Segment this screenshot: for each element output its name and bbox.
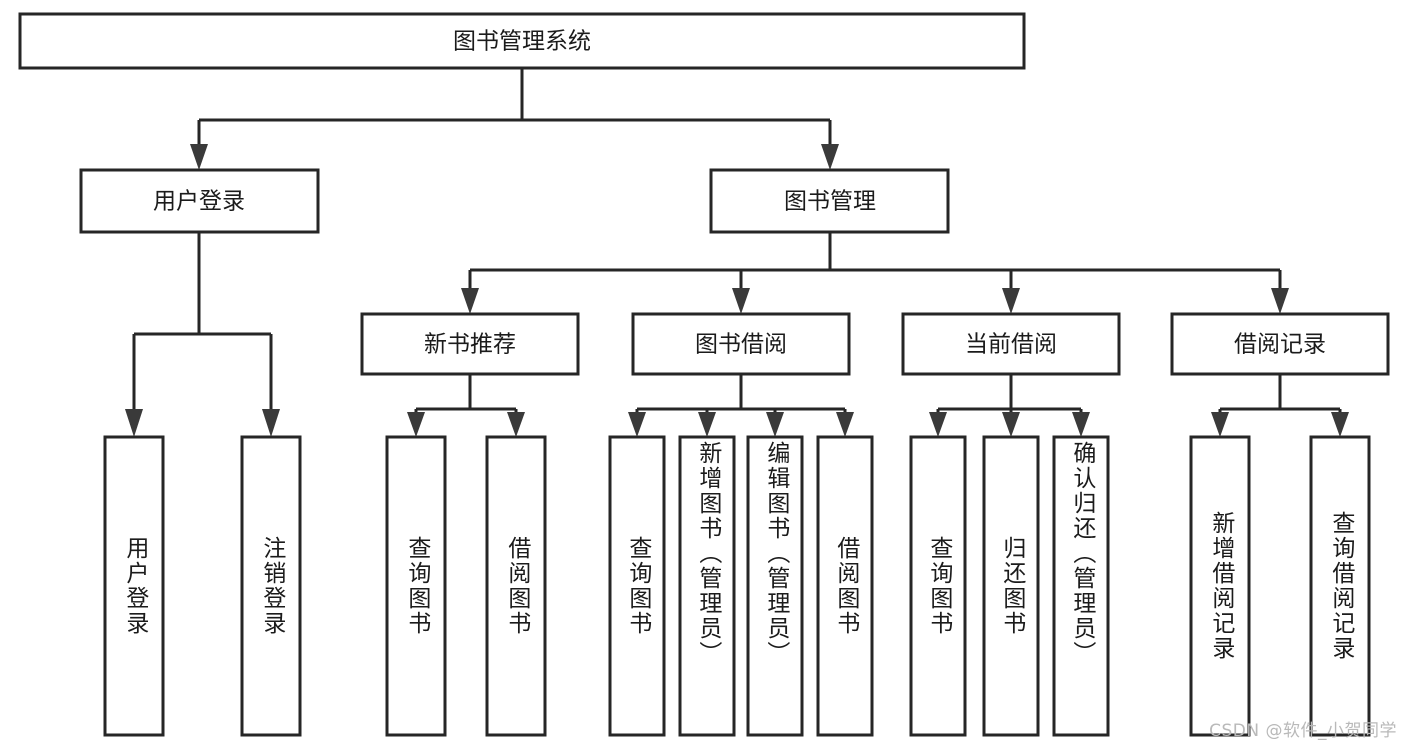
leaf-return-book[interactable] <box>982 435 1040 737</box>
node-current-borrow-label: 当前借阅 <box>965 332 1057 358</box>
leaf-borrow-books-borrow[interactable] <box>816 435 874 737</box>
leaf-edit-book-admin[interactable] <box>746 435 804 737</box>
leaf-query-books-borrow[interactable] <box>608 435 666 737</box>
leaf-user-logout[interactable] <box>240 435 302 737</box>
node-book-management-label: 图书管理 <box>784 189 876 215</box>
arrow-to-new-book-recommend <box>461 288 479 314</box>
leaf-add-book-admin[interactable] <box>678 435 736 737</box>
arrow-to-leaf-borrow-books-recommend <box>507 412 525 437</box>
node-book-management[interactable] <box>709 168 950 234</box>
arrow-to-leaf-add-borrow-record <box>1211 412 1229 437</box>
leaf-query-borrow-record[interactable] <box>1309 435 1371 737</box>
arrow-to-leaf-user-login <box>125 409 143 437</box>
leaf-add-borrow-record[interactable] <box>1189 435 1251 737</box>
arrow-to-leaf-query-books-recommend <box>407 412 425 437</box>
leaf-confirm-return-admin[interactable] <box>1052 435 1110 737</box>
arrow-to-current-borrow <box>1002 288 1020 314</box>
arrow-to-leaf-return-book <box>1002 412 1020 437</box>
arrow-to-book-management <box>821 144 839 170</box>
arrow-to-leaf-query-books-borrow <box>628 412 646 437</box>
arrow-to-leaf-edit-book-admin <box>766 412 784 437</box>
arrow-to-leaf-borrow-books-borrow <box>836 412 854 437</box>
node-root-system[interactable] <box>18 12 1026 70</box>
node-user-login[interactable] <box>79 168 320 234</box>
arrow-to-leaf-add-book-admin <box>698 412 716 437</box>
node-user-login-label: 用户登录 <box>153 189 245 215</box>
arrow-to-leaf-confirm-return-admin <box>1072 412 1090 437</box>
arrow-to-book-borrow <box>732 288 750 314</box>
node-root-system-label: 图书管理系统 <box>453 29 591 55</box>
arrow-to-leaf-query-books-current <box>929 412 947 437</box>
leaf-user-login[interactable] <box>103 435 165 737</box>
arrow-to-leaf-query-borrow-record <box>1331 412 1349 437</box>
leaf-query-books-current[interactable] <box>909 435 967 737</box>
arrow-to-leaf-user-logout <box>262 409 280 437</box>
node-borrow-record[interactable] <box>1170 312 1390 376</box>
node-book-borrow[interactable] <box>631 312 851 376</box>
node-borrow-record-label: 借阅记录 <box>1234 332 1326 358</box>
node-current-borrow[interactable] <box>901 312 1121 376</box>
leaf-query-books-recommend[interactable] <box>385 435 447 737</box>
node-book-borrow-label: 图书借阅 <box>695 332 787 358</box>
arrow-to-borrow-record <box>1271 288 1289 314</box>
node-new-book-recommend[interactable] <box>360 312 580 376</box>
node-layer: 图书管理系统 用户登录 图书管理 新书推荐 图书借阅 当前借阅 借阅记录 <box>18 12 1390 737</box>
node-new-book-recommend-label: 新书推荐 <box>424 332 516 358</box>
arrow-to-user-login <box>190 144 208 170</box>
leaf-borrow-books-recommend[interactable] <box>485 435 547 737</box>
connector-layer <box>125 68 1349 437</box>
